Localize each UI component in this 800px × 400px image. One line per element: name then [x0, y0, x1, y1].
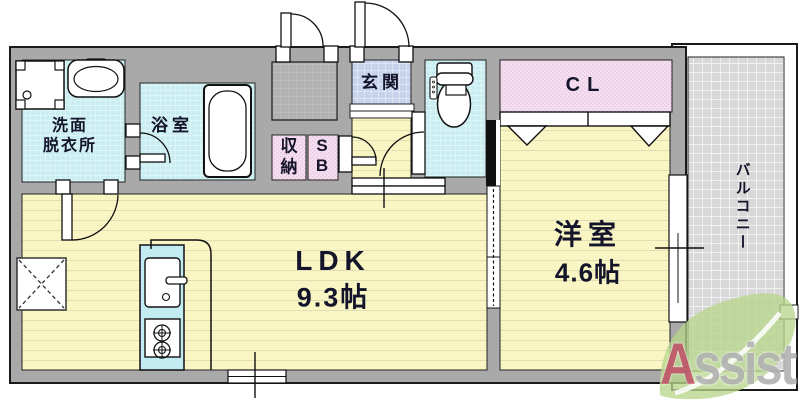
washroom-label: 洗面 脱衣所: [42, 117, 98, 155]
washer-pan-corner: [54, 99, 65, 110]
washer-pan-corner: [15, 60, 26, 71]
kitchen: [139, 239, 212, 371]
utility-box: [271, 61, 338, 121]
wash-basin-bowl: [73, 65, 119, 93]
western-room-size-label: 4.6帖: [554, 257, 622, 288]
hall-ldk-lintel-1: [351, 177, 446, 187]
sink-faucet: [165, 276, 188, 285]
toilet-door-arc: [379, 131, 425, 177]
logo-initial: A: [660, 332, 696, 397]
room-entrance: [351, 59, 412, 105]
utility-door-jamb-left: [275, 45, 291, 63]
ldk-size-label: 9.3帖: [296, 282, 370, 313]
bath-door-arc: [139, 132, 171, 164]
windows: [227, 174, 704, 398]
entrance-step-2: [349, 110, 415, 119]
washer-drain: [22, 90, 32, 100]
fridge-space-cross: [18, 259, 65, 309]
toilet-button: [432, 90, 435, 94]
utility-door-arc: [290, 13, 324, 47]
bath-door-jamb-top: [125, 123, 141, 138]
storage-label: 収 納: [280, 136, 298, 176]
bath-door-leaf: [139, 153, 166, 163]
washroom-door-jamb-left: [55, 179, 71, 195]
logo-rest: ssist: [693, 332, 796, 397]
room-ldk: [21, 193, 488, 371]
balcony-label: バルコニー: [733, 162, 751, 252]
leaf-shape: [659, 293, 796, 400]
sink-drain: [161, 292, 171, 302]
room-shoebox: [307, 134, 339, 181]
fridge-space-cross: [18, 259, 65, 309]
shoebox-door-opening: [338, 135, 353, 173]
washroom-door-jamb-right: [103, 179, 119, 195]
washroom-fixtures: [15, 58, 125, 110]
kitchen-counter-outline: [150, 239, 212, 370]
closet-label: CL: [565, 74, 607, 97]
bath-fixtures: [203, 84, 252, 178]
partition-white-strip: [496, 120, 500, 186]
entrance-label: 玄関: [361, 73, 403, 93]
closet-door-mark-left: [506, 125, 548, 146]
toilet-seat-lid: [435, 72, 474, 86]
utility-door-leaf: [280, 12, 292, 48]
toilet-button: [432, 80, 435, 84]
entrance-step-1: [349, 103, 415, 112]
logo-leaf-icon: [659, 293, 796, 400]
fridge-space: [16, 257, 67, 311]
entrance-door-leaf: [354, 1, 366, 48]
toilet-fixture: [429, 62, 474, 128]
entrance-door-arc: [364, 2, 410, 48]
leaf-vein: [674, 311, 782, 396]
shoebox-door-leaf: [351, 156, 377, 166]
utility-door-jamb-right: [323, 45, 339, 63]
shoebox-label: S B: [315, 135, 329, 175]
entrance-door-jamb-left: [349, 45, 365, 63]
bath-door-jamb-bottom: [125, 155, 141, 170]
room-western: [499, 125, 671, 371]
partition-black-pillar: [486, 120, 496, 186]
closet-folding-doors: [499, 111, 671, 148]
ldk-label: LDK: [295, 245, 371, 277]
ldk-west-partition: [486, 120, 501, 309]
toilet-seat-hinge: [445, 84, 467, 96]
shoebox-door-arc: [351, 136, 377, 162]
toilet-door-opening: [411, 111, 426, 175]
entrance-door-jamb-right: [398, 45, 414, 63]
western-room-label: 洋室: [553, 219, 623, 251]
hall-ldk-lintel-2: [351, 185, 446, 195]
stove-burners: [153, 324, 171, 359]
doors: [55, 1, 446, 241]
washroom-door-arc: [71, 194, 119, 241]
room-closet: [499, 59, 673, 113]
closet-door-mark-right: [629, 125, 670, 148]
assist-logo: Assist: [630, 283, 800, 400]
closet-door-track: [499, 111, 671, 127]
washer-pan-corner: [15, 99, 26, 110]
room-storage: [271, 134, 307, 181]
washer-pan-corner: [54, 60, 65, 71]
hallway: [351, 117, 412, 183]
bathtub-inner: [208, 90, 247, 172]
toilet-button: [432, 85, 435, 89]
bathroom-label: 浴室: [151, 116, 193, 136]
washroom-door-leaf: [61, 193, 73, 241]
logo-text: Assist: [660, 336, 797, 394]
